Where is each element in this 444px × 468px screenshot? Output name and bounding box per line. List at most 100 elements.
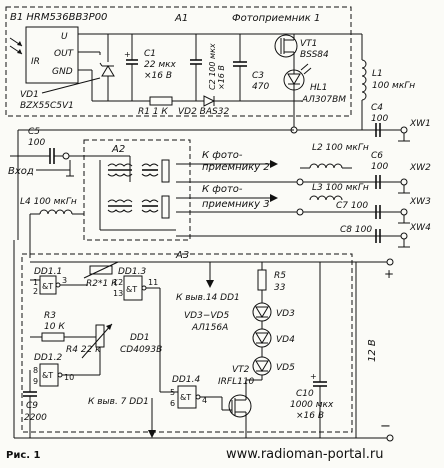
c3-name: C3 xyxy=(252,71,264,81)
capacitor-c6 xyxy=(375,175,381,189)
pin7-note: К выв. 7 DD1 xyxy=(88,397,149,407)
r4-label: R4 22 к xyxy=(66,345,101,355)
l2-label: L2 100 мкГн xyxy=(312,143,369,153)
connector-xw2 xyxy=(398,178,410,194)
to-photoreceiver-2-b: приемнику 2 xyxy=(202,162,270,173)
capacitor-c4 xyxy=(375,123,381,137)
c9-value: 2200 xyxy=(24,413,47,423)
gate-dd12: &T xyxy=(39,363,63,387)
capacitor-c5 xyxy=(10,148,130,164)
led-vd4 xyxy=(252,328,272,348)
gate-dd13: &T xyxy=(123,275,147,301)
vd2-label: VD2 BAS32 xyxy=(178,107,229,117)
c6-name: C6 xyxy=(371,151,383,161)
l1-value: 100 мкГн xyxy=(372,81,415,91)
figure-caption: Рис. 1 xyxy=(6,450,41,461)
dd1-name: DD1 xyxy=(130,333,150,343)
c1-name: C1 xyxy=(144,49,156,59)
input-label: Вход xyxy=(8,166,34,177)
a2-splitter-outline xyxy=(83,139,191,241)
svg-text:&T: &T xyxy=(180,393,191,402)
vd1-name: VD1 xyxy=(20,90,39,100)
c3-value: 470 xyxy=(252,82,269,92)
a3-label: A3 xyxy=(175,250,189,261)
gate-dd11: &T xyxy=(39,275,61,295)
vt2-type: IRFL110 xyxy=(218,377,255,387)
dd12-label: DD1.2 xyxy=(34,353,62,363)
resistor-r2 xyxy=(83,261,119,279)
transistor-vt1 xyxy=(274,33,298,66)
resistor-r5 xyxy=(257,262,267,291)
ir-label: IR xyxy=(31,57,40,67)
pin-12: 12 xyxy=(113,278,123,287)
inductor-l3 xyxy=(309,195,343,201)
r5-name: R5 xyxy=(274,271,286,281)
inductor-l2 xyxy=(300,163,352,169)
connector-xw1 xyxy=(398,126,410,142)
vd3-vd5-name: VD3−VD5 xyxy=(184,311,229,321)
vd3-vd5-type: АЛ156А xyxy=(191,323,228,333)
ir-receiver-pin-u: U xyxy=(61,32,68,42)
vt2-name: VT2 xyxy=(232,365,250,375)
dd11-label: DD1.1 xyxy=(34,267,62,277)
xw2-label: XW2 xyxy=(409,163,431,173)
capacitor-c7 xyxy=(375,205,381,219)
pin-3: 3 xyxy=(62,276,67,285)
pin-11: 11 xyxy=(148,278,158,287)
pin-6: 6 xyxy=(170,399,175,408)
capacitor-c9 xyxy=(23,370,37,438)
pin-10: 10 xyxy=(64,373,74,382)
xw4-label: XW4 xyxy=(409,223,431,233)
diode-vd2 xyxy=(195,90,216,107)
inductor-l4 xyxy=(29,209,84,258)
pin-4: 4 xyxy=(202,396,207,405)
zener-vd1 xyxy=(99,34,115,101)
gate-dd14: &T xyxy=(177,385,201,409)
a3-module-outline xyxy=(21,253,353,433)
c2-label: C2 100 мкх ×16 В xyxy=(208,43,226,90)
l4-label: L4 100 мкГн xyxy=(20,197,77,207)
vd3-label: VD3 xyxy=(276,309,295,319)
svg-text:+: + xyxy=(124,50,131,59)
capacitor-c3 xyxy=(233,34,247,101)
r3-name: R3 xyxy=(44,311,56,321)
r3-value: 10 К xyxy=(44,322,65,332)
pin14-note: К выв.14 DD1 xyxy=(176,293,240,303)
capacitor-c8 xyxy=(375,229,381,243)
a2-label: A2 xyxy=(111,144,125,155)
hl1-name: HL1 xyxy=(310,83,328,93)
transistor-vt2 xyxy=(221,379,262,438)
svg-text:&T: &T xyxy=(42,371,53,380)
pin-13: 13 xyxy=(113,289,123,298)
ir-receiver-b1 xyxy=(25,26,79,84)
connector-xw3 xyxy=(398,208,410,224)
ir-light-arrows xyxy=(9,37,23,55)
svg-text:&T: &T xyxy=(126,285,137,294)
r5-value: 33 xyxy=(274,283,286,293)
r2-label: R2*1 К xyxy=(86,279,118,289)
capacitor-c1: + xyxy=(124,34,138,101)
to-photoreceiver-2-a: К фото- xyxy=(202,150,243,161)
source-url: www.radioman-portal.ru xyxy=(226,447,383,462)
l3-label: L3 100 мкГн xyxy=(312,183,369,193)
pin-9: 9 xyxy=(33,377,38,386)
pin-8: 8 xyxy=(33,366,38,375)
c6-value: 100 xyxy=(371,162,388,172)
c4-value: 100 xyxy=(371,114,388,124)
hl1-type: АЛ307ВМ xyxy=(301,95,346,105)
led-vd3 xyxy=(252,302,272,322)
c4-name: C4 xyxy=(371,103,383,113)
to-photoreceiver-3-a: К фото- xyxy=(202,184,243,195)
xw3-label: XW3 xyxy=(409,197,431,207)
c9-name: C9 xyxy=(26,401,38,411)
c1-value: 22 мкх xyxy=(144,60,177,70)
dd1-type: CD4093B xyxy=(120,345,162,355)
resistor-r3 xyxy=(30,332,98,342)
resistor-r4 xyxy=(81,323,113,359)
connector-xw4 xyxy=(398,232,410,248)
led-vd5 xyxy=(252,356,272,376)
transformer-a2-2 xyxy=(107,195,170,219)
vt1-type: BSS84 xyxy=(300,50,329,60)
